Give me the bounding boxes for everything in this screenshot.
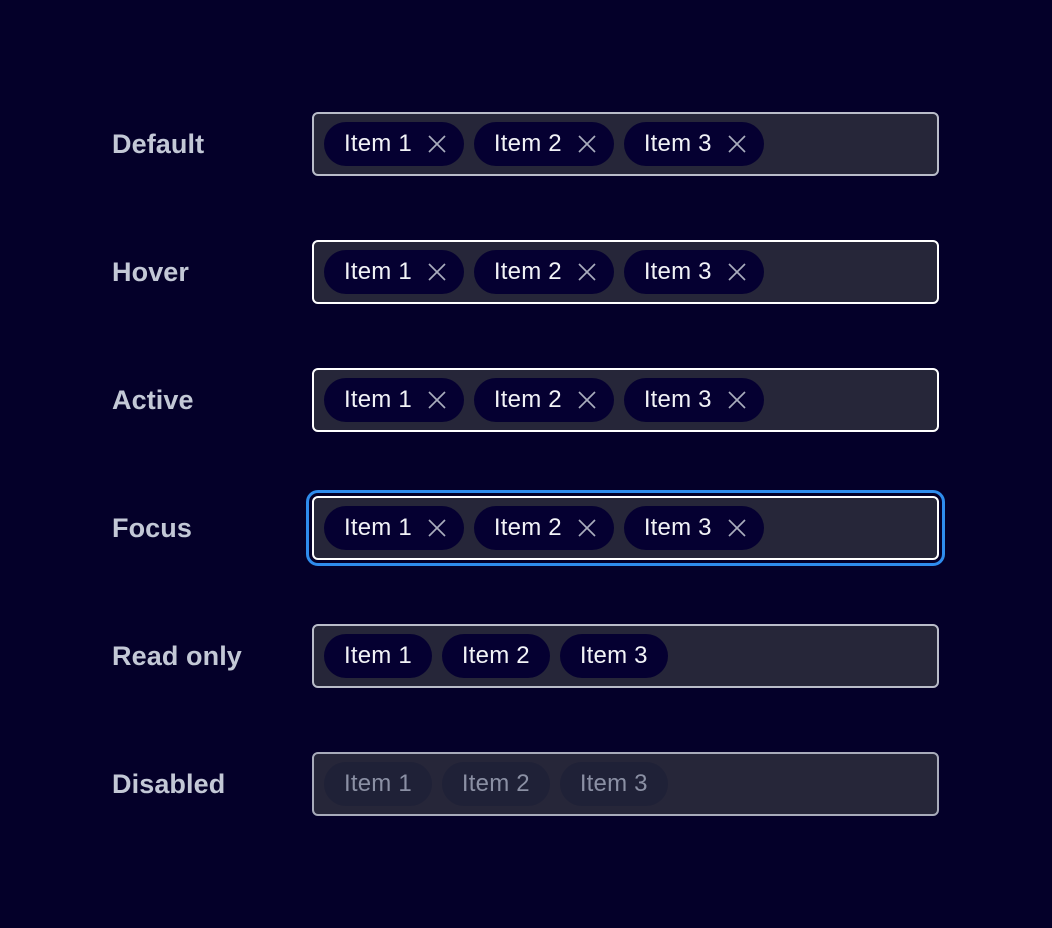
state-row-default: Default Item 1 Item 2 Item 3 [0, 112, 1052, 176]
chip: Item 1 [324, 762, 432, 806]
chip-label: Item 1 [344, 514, 412, 541]
chip-label: Item 1 [344, 770, 412, 797]
state-row-readonly: Read only Item 1 Item 2 Item 3 [0, 624, 1052, 688]
chip-input-readonly[interactable]: Item 1 Item 2 Item 3 [312, 624, 939, 688]
close-icon[interactable] [576, 133, 598, 155]
chip-label: Item 3 [579, 770, 648, 797]
chip[interactable]: Item 3 [623, 378, 764, 422]
chip-input-active[interactable]: Item 1 Item 2 Item 3 [312, 368, 939, 432]
chip-label: Item 3 [643, 386, 712, 413]
chip: Item 2 [441, 762, 550, 806]
close-icon[interactable] [726, 517, 748, 539]
chip-label: Item 2 [461, 770, 530, 797]
close-icon[interactable] [726, 389, 748, 411]
chip[interactable]: Item 2 [473, 122, 614, 166]
chip[interactable]: Item 2 [473, 250, 614, 294]
chip-label: Item 1 [344, 386, 412, 413]
chip[interactable]: Item 1 [324, 378, 464, 422]
chip[interactable]: Item 2 [473, 506, 614, 550]
chip-label: Item 2 [493, 130, 562, 157]
state-label-readonly: Read only [112, 640, 242, 671]
state-label-hover: Hover [112, 256, 190, 287]
chip[interactable]: Item 3 [559, 634, 668, 678]
close-icon[interactable] [426, 389, 448, 411]
close-icon[interactable] [426, 133, 448, 155]
state-label-disabled: Disabled [112, 768, 226, 799]
chip-label: Item 1 [344, 130, 412, 157]
chip-label: Item 1 [344, 258, 412, 285]
close-icon[interactable] [576, 389, 598, 411]
close-icon[interactable] [576, 261, 598, 283]
chip-label: Item 1 [344, 642, 412, 669]
chip[interactable]: Item 2 [441, 634, 550, 678]
chip-input-default[interactable]: Item 1 Item 2 Item 3 [312, 112, 939, 176]
chip[interactable]: Item 1 [324, 634, 432, 678]
chip-label: Item 2 [493, 514, 562, 541]
chip[interactable]: Item 3 [623, 122, 764, 166]
chip-label: Item 3 [643, 258, 712, 285]
chip-input-disabled: Item 1 Item 2 Item 3 [312, 752, 939, 816]
chip[interactable]: Item 2 [473, 378, 614, 422]
chip-label: Item 3 [579, 642, 648, 669]
close-icon[interactable] [426, 261, 448, 283]
close-icon[interactable] [576, 517, 598, 539]
chip[interactable]: Item 3 [623, 250, 764, 294]
chip-label: Item 2 [493, 386, 562, 413]
chip-label: Item 3 [643, 130, 712, 157]
close-icon[interactable] [426, 517, 448, 539]
close-icon[interactable] [726, 261, 748, 283]
chip[interactable]: Item 1 [324, 122, 464, 166]
state-row-disabled: Disabled Item 1 Item 2 Item 3 [0, 752, 1052, 816]
state-label-default: Default [112, 128, 205, 159]
state-label-focus: Focus [112, 512, 193, 543]
chip-input-hover[interactable]: Item 1 Item 2 Item 3 [312, 240, 939, 304]
state-row-active: Active Item 1 Item 2 Item 3 [0, 368, 1052, 432]
chip: Item 3 [559, 762, 668, 806]
chip-label: Item 2 [461, 642, 530, 669]
state-label-active: Active [112, 384, 194, 415]
chip[interactable]: Item 1 [324, 250, 464, 294]
chip[interactable]: Item 1 [324, 506, 464, 550]
chip[interactable]: Item 3 [623, 506, 764, 550]
chip-input-focus[interactable]: Item 1 Item 2 Item 3 [306, 490, 945, 566]
state-row-focus: Focus Item 1 Item 2 Item 3 [0, 490, 1052, 566]
chip-label: Item 2 [493, 258, 562, 285]
close-icon[interactable] [726, 133, 748, 155]
state-row-hover: Hover Item 1 Item 2 Item 3 [0, 240, 1052, 304]
chip-label: Item 3 [643, 514, 712, 541]
